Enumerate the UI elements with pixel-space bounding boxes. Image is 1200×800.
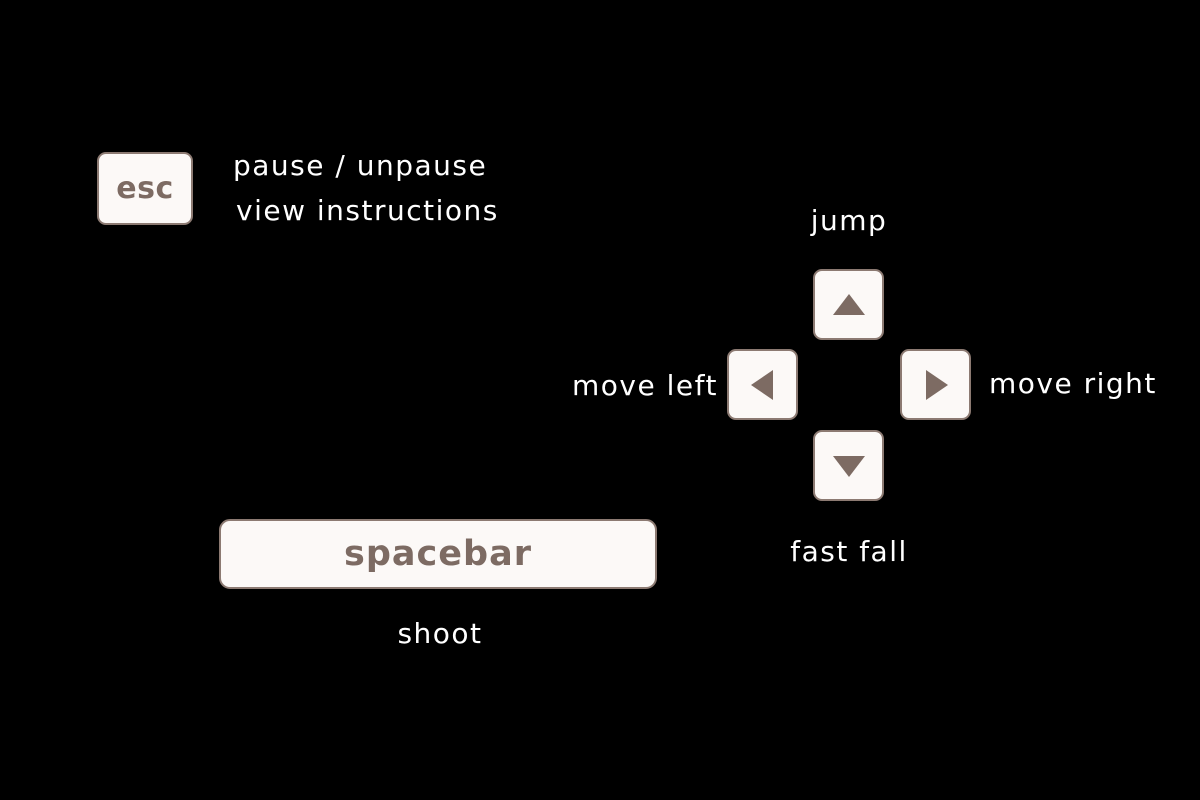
right-arrow-key: [900, 349, 971, 420]
arrow-right-icon: [916, 365, 956, 405]
left-arrow-key: [727, 349, 798, 420]
jump-action-label: jump: [810, 204, 888, 237]
pause-action-label: pause / unpause: [233, 149, 488, 182]
esc-key-label: esc: [116, 171, 174, 206]
up-arrow-key: [813, 269, 884, 340]
view-instructions-label: view instructions: [236, 194, 499, 227]
shoot-action-label: shoot: [397, 617, 483, 650]
spacebar-key: spacebar: [219, 519, 657, 589]
move-left-action-label: move left: [572, 369, 718, 402]
move-right-action-label: move right: [989, 367, 1157, 400]
down-arrow-key: [813, 430, 884, 501]
fast-fall-action-label: fast fall: [790, 535, 908, 568]
arrow-up-icon: [829, 285, 869, 325]
esc-key: esc: [97, 152, 193, 225]
spacebar-key-label: spacebar: [344, 534, 532, 574]
arrow-down-icon: [829, 446, 869, 486]
arrow-left-icon: [743, 365, 783, 405]
